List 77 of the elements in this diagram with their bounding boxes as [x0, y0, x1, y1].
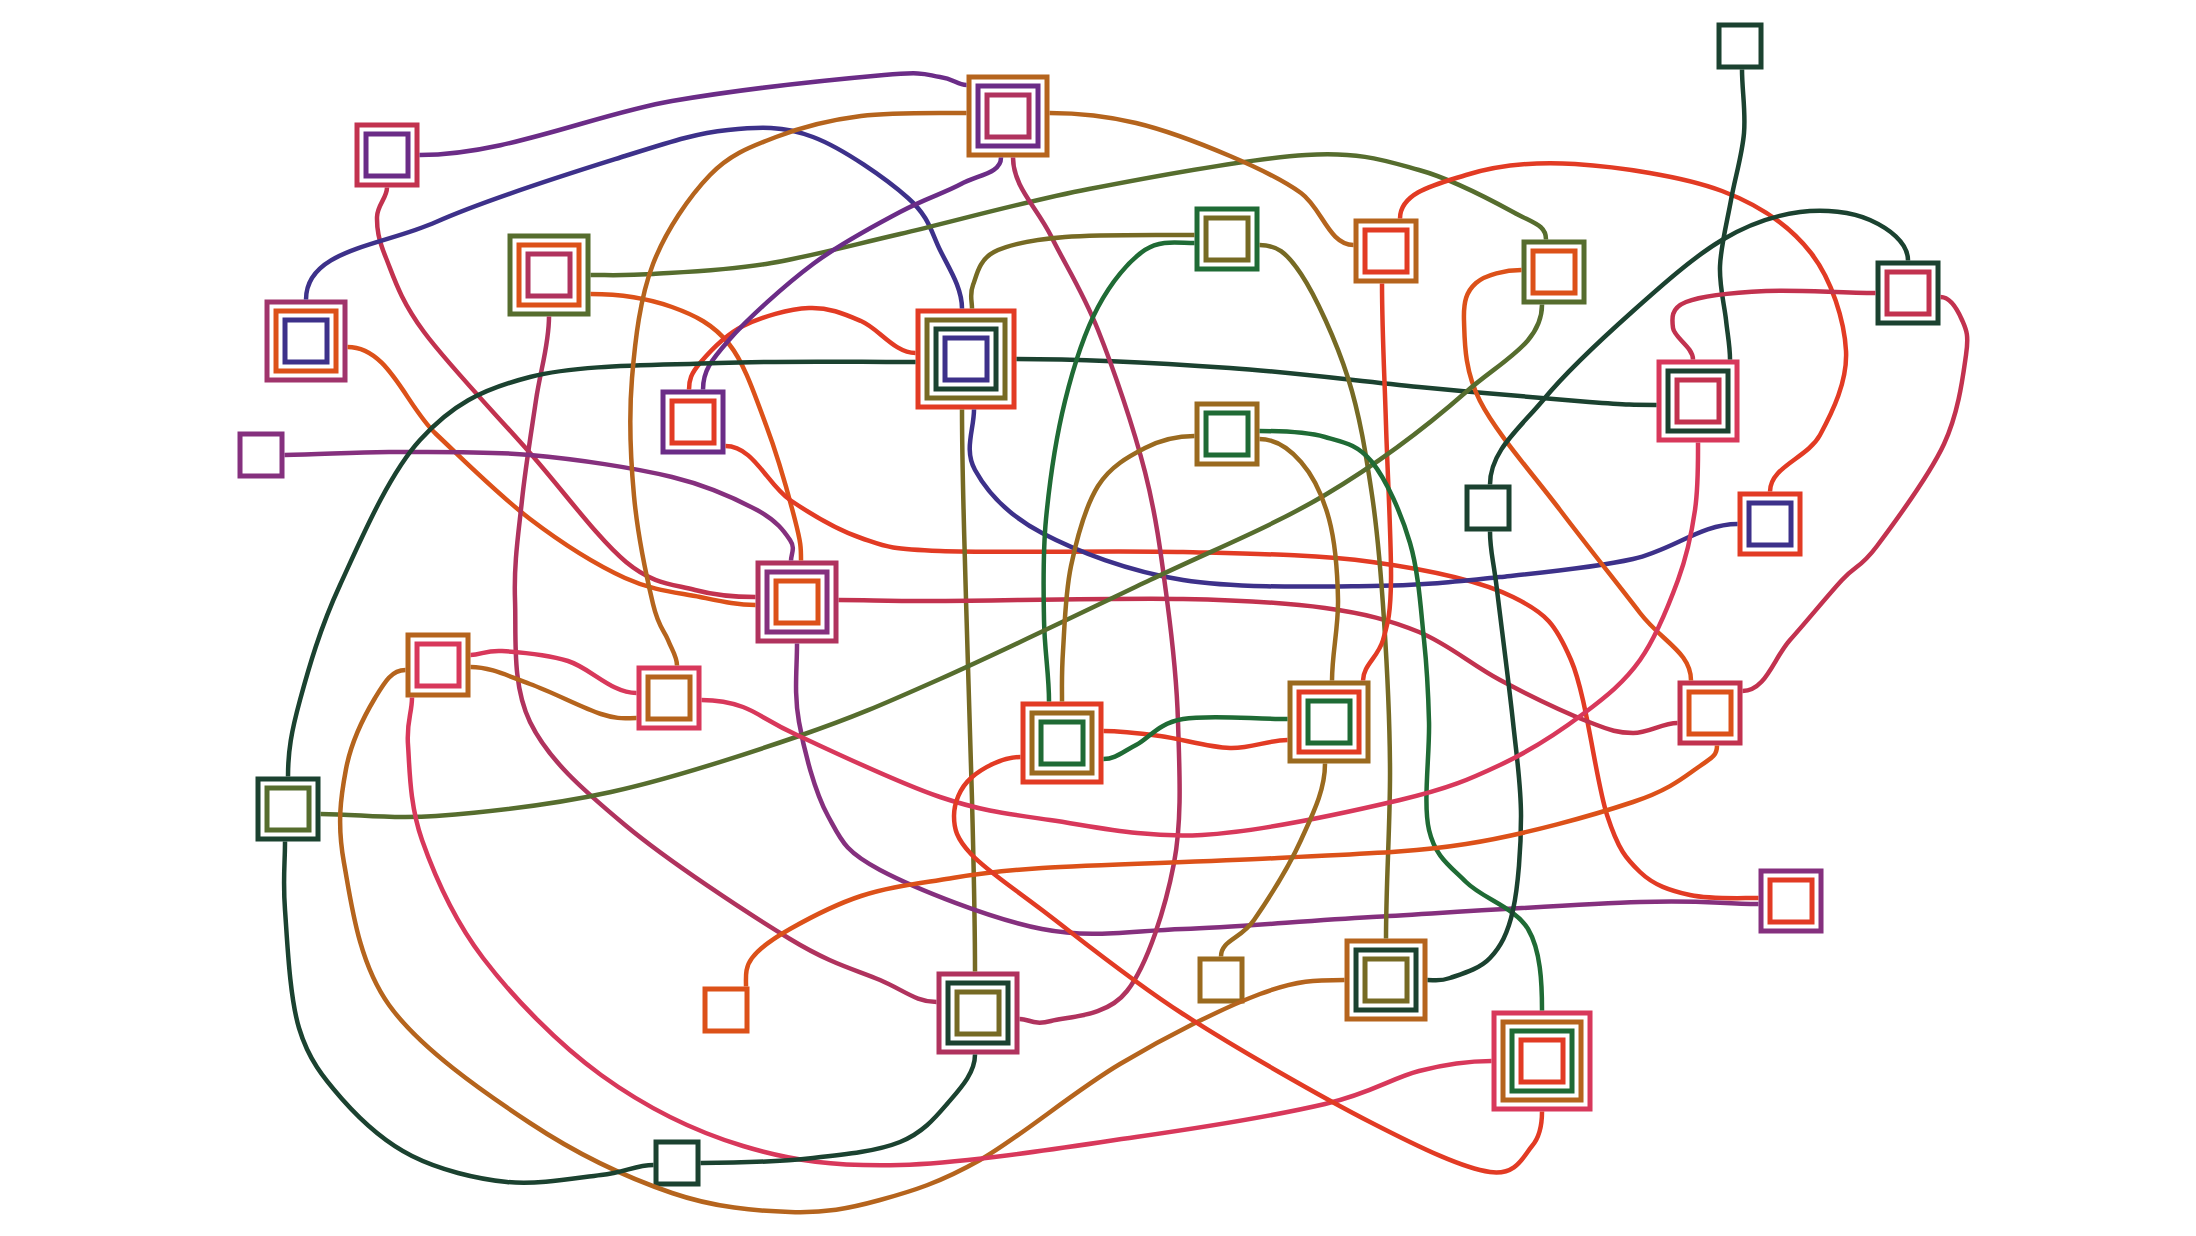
nested-square [405, 632, 471, 698]
nested-square [636, 665, 702, 731]
connector [1259, 242, 1393, 939]
connector [1049, 110, 1354, 248]
connector [1259, 428, 1545, 1011]
connector [281, 841, 654, 1185]
nested-square [507, 233, 591, 317]
nested-square [1353, 218, 1419, 284]
connector [951, 754, 1545, 1175]
connector [700, 157, 1004, 390]
nested-square [1716, 22, 1764, 70]
nested-square [1758, 868, 1824, 934]
connector [1103, 714, 1288, 762]
connector [1103, 728, 1288, 751]
connector [838, 596, 1678, 736]
connector [700, 1054, 978, 1166]
nested-square [653, 1139, 701, 1187]
connector [419, 71, 967, 158]
connector [959, 409, 978, 972]
connector [590, 291, 804, 561]
connector [1717, 69, 1747, 360]
connector [470, 648, 637, 696]
nested-square [1194, 401, 1260, 467]
connector [1010, 157, 1182, 1025]
nested-square [237, 431, 285, 479]
connector [470, 664, 637, 721]
connector [686, 305, 916, 390]
nested-square [702, 986, 750, 1034]
connector [1487, 208, 1911, 485]
nested-square [1737, 491, 1803, 557]
connector [1461, 267, 1694, 681]
connector [1742, 294, 1970, 694]
connector [1059, 433, 1195, 702]
nested-square [1194, 206, 1260, 272]
connector [338, 667, 1345, 1215]
nested-square [966, 74, 1050, 158]
nested-square [1875, 260, 1941, 326]
connector [1670, 288, 1876, 360]
nested-square [1020, 701, 1104, 785]
nested-square [354, 122, 420, 188]
nested-square [936, 971, 1020, 1055]
connector [590, 152, 1549, 278]
connector [347, 344, 756, 608]
connector [303, 125, 965, 309]
nested-square [1491, 1010, 1593, 1112]
connector [967, 409, 1738, 589]
connector [968, 232, 1195, 309]
connector [374, 187, 756, 600]
connector [285, 359, 916, 777]
connector [1016, 356, 1657, 408]
connector [320, 304, 1545, 820]
connector [628, 110, 967, 666]
nested-square [1656, 359, 1740, 443]
nested-square [1464, 484, 1512, 532]
connector [701, 442, 1701, 838]
connector [725, 443, 1759, 901]
nested-square [1344, 938, 1428, 1022]
connector [1397, 161, 1849, 492]
nested-square [264, 299, 348, 383]
connector [1041, 240, 1195, 702]
nested-square [1677, 680, 1743, 746]
connector [1259, 436, 1341, 681]
nested-square [255, 776, 321, 842]
nested-square [1287, 680, 1371, 764]
nested-square [755, 560, 839, 644]
connector [1360, 283, 1394, 681]
connector [1218, 763, 1328, 957]
connector [793, 643, 1759, 937]
nested-square [1521, 239, 1587, 305]
nested-square [1197, 956, 1245, 1004]
nested-square [915, 308, 1017, 410]
connector [284, 449, 796, 561]
connector [1427, 531, 1524, 983]
nested-square [660, 389, 726, 455]
connector [743, 744, 1720, 987]
connector [405, 697, 1492, 1168]
connector [512, 316, 937, 1005]
